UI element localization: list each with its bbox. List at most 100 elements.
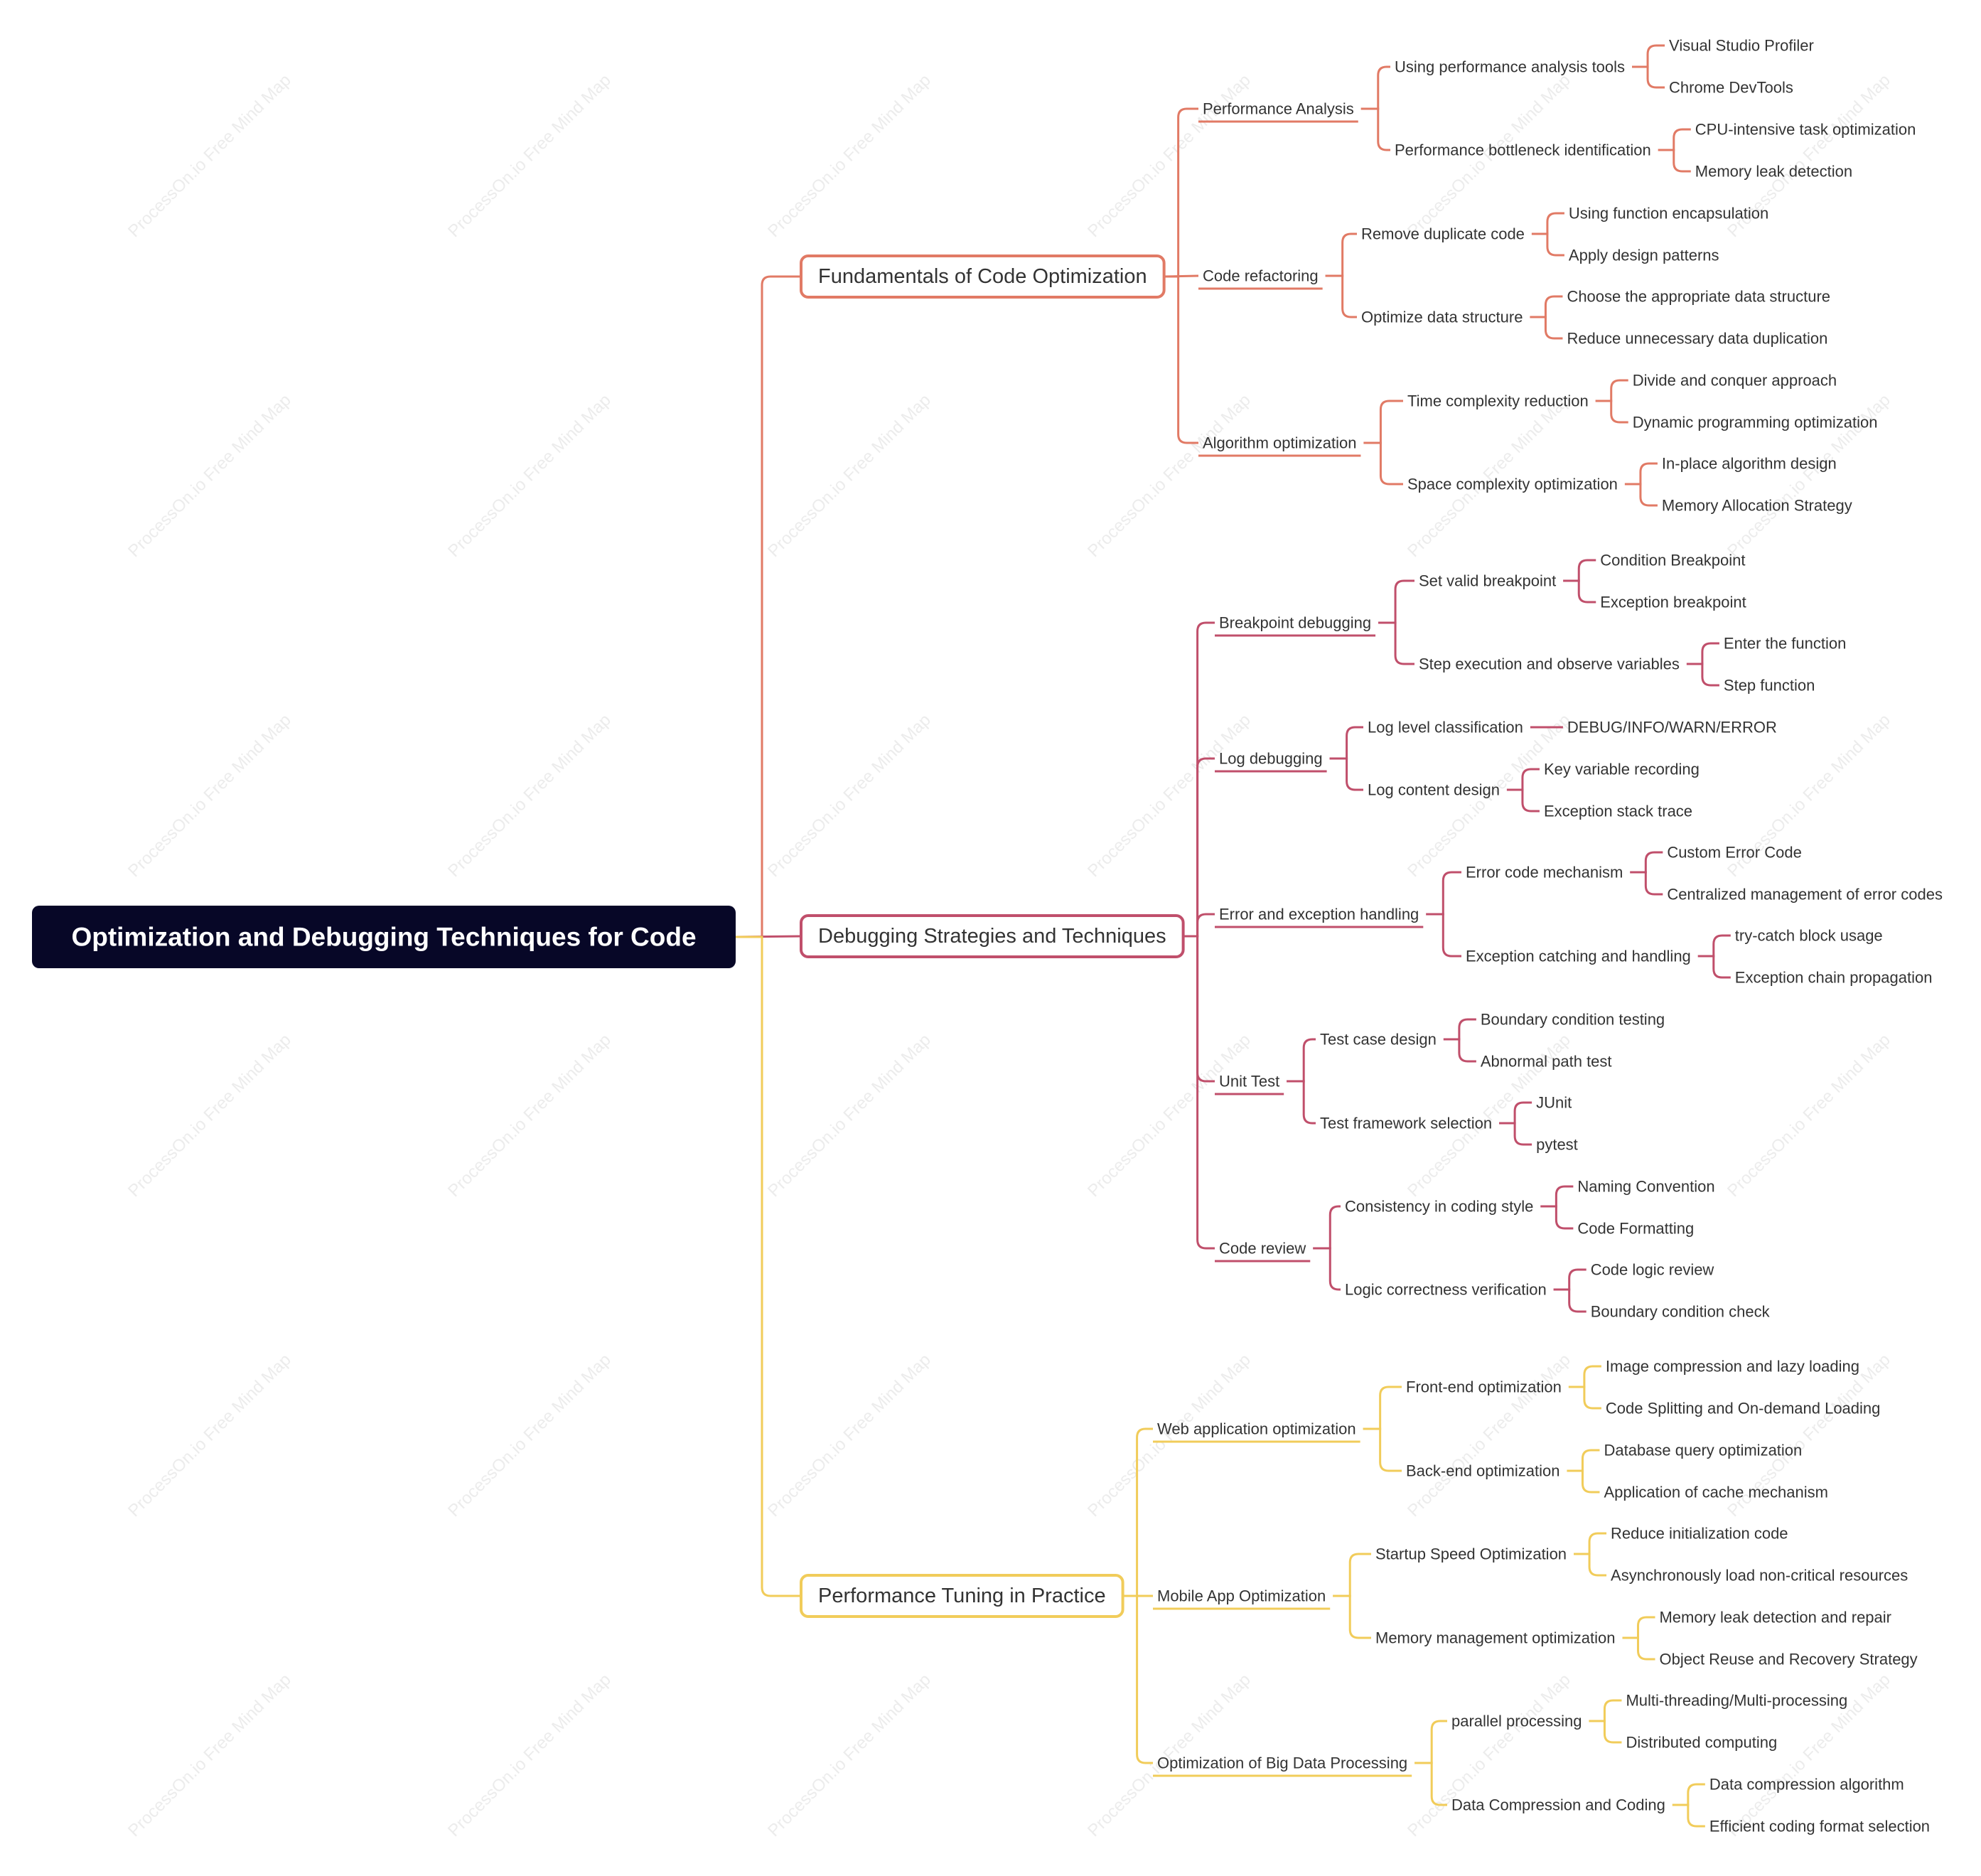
subtopic-error-and-exception-handling: Error and exception handling xyxy=(1219,906,1419,923)
subtopic-optimization-of-big-data-processing: Optimization of Big Data Processing xyxy=(1157,1754,1407,1772)
connector-to-condition-breakpoint xyxy=(1563,559,1596,582)
root-node[interactable] xyxy=(32,906,736,968)
connector-to-naming-convention xyxy=(1540,1185,1574,1208)
connector-to-data-compression-and-coding xyxy=(1414,1762,1447,1806)
item-set-valid-breakpoint: Set valid breakpoint xyxy=(1419,572,1556,590)
connector-to-log-debugging xyxy=(1183,757,1215,938)
connector-root-to-fundamentals-of-code-optimization xyxy=(736,275,801,938)
leaf-image-compression-and-lazy-loading: Image compression and lazy loading xyxy=(1606,1358,1859,1376)
item-exception-catching-and-handling: Exception catching and handling xyxy=(1466,948,1691,965)
root-node-label: Optimization and Debugging Techniques fo… xyxy=(71,923,696,952)
connector-to-apply-design-patterns xyxy=(1531,232,1564,257)
subtopic-breakpoint-debugging: Breakpoint debugging xyxy=(1219,614,1371,632)
item-test-framework-selection: Test framework selection xyxy=(1320,1115,1492,1132)
topic-debugging-strategies-and-techniques-label: Debugging Strategies and Techniques xyxy=(818,925,1166,948)
subtopic-web-application-optimization: Web application optimization xyxy=(1157,1420,1356,1438)
leaf-dynamic-programming-optimization: Dynamic programming optimization xyxy=(1633,414,1878,432)
connector-to-choose-the-appropriate-data-structure xyxy=(1530,295,1563,318)
subtopic-code-refactoring: Code refactoring xyxy=(1203,267,1319,285)
connector-to-breakpoint-debugging xyxy=(1183,621,1215,938)
leaf-code-splitting-and-on-demand-loading: Code Splitting and On-demand Loading xyxy=(1606,1400,1881,1417)
leaf-in-place-algorithm-design: In-place algorithm design xyxy=(1662,455,1837,473)
leaf-step-function: Step function xyxy=(1724,677,1815,695)
item-space-complexity-optimization: Space complexity optimization xyxy=(1407,476,1618,493)
connector-to-asynchronously-load-non-critical-resources xyxy=(1574,1553,1607,1577)
leaf-divide-and-conquer-approach: Divide and conquer approach xyxy=(1633,372,1837,390)
leaf-centralized-management-of-error-codes: Centralized management of error codes xyxy=(1667,886,1943,904)
connector-to-code-splitting-and-on-demand-loading xyxy=(1568,1385,1601,1410)
connector-to-back-end-optimization xyxy=(1363,1427,1402,1472)
connector-to-web-application-optimization xyxy=(1122,1427,1153,1597)
connector-to-remove-duplicate-code xyxy=(1325,232,1357,277)
connector-to-memory-leak-detection-and-repair xyxy=(1622,1616,1655,1639)
connector-to-exception-chain-propagation xyxy=(1697,955,1731,979)
connector-to-error-code-mechanism xyxy=(1426,871,1461,916)
topic-fundamentals-of-code-optimization-label: Fundamentals of Code Optimization xyxy=(818,265,1147,288)
connector-to-in-place-algorithm-design xyxy=(1624,462,1658,486)
connector-to-test-case-design xyxy=(1287,1038,1316,1083)
connector-to-memory-allocation-strategy xyxy=(1624,483,1658,507)
leaf-distributed-computing: Distributed computing xyxy=(1626,1734,1777,1752)
connector-to-exception-stack-trace xyxy=(1506,788,1540,813)
connector-to-front-end-optimization xyxy=(1363,1385,1402,1430)
item-logic-correctness-verification: Logic correctness verification xyxy=(1345,1281,1547,1299)
item-memory-management-optimization: Memory management optimization xyxy=(1375,1629,1615,1647)
leaf-code-formatting: Code Formatting xyxy=(1577,1220,1694,1238)
item-step-execution-and-observe-variables: Step execution and observe variables xyxy=(1419,655,1680,673)
connector-to-space-complexity-optimization xyxy=(1363,441,1403,486)
leaf-reduce-unnecessary-data-duplication: Reduce unnecessary data duplication xyxy=(1567,330,1827,348)
connector-to-step-execution-and-observe-variables xyxy=(1378,621,1414,665)
leaf-pytest: pytest xyxy=(1536,1136,1578,1154)
connector-to-code-formatting xyxy=(1540,1205,1574,1230)
leaf-enter-the-function: Enter the function xyxy=(1724,635,1846,653)
connector-to-using-performance-analysis-tools xyxy=(1360,65,1390,110)
connector-to-enter-the-function xyxy=(1686,642,1719,665)
connector-to-optimization-of-big-data-processing xyxy=(1122,1594,1153,1764)
item-front-end-optimization: Front-end optimization xyxy=(1406,1378,1562,1396)
connector-to-centralized-management-of-error-codes xyxy=(1630,871,1663,896)
item-log-content-design: Log content design xyxy=(1368,781,1500,799)
connector-to-time-complexity-reduction xyxy=(1363,400,1403,444)
leaf-memory-leak-detection: Memory leak detection xyxy=(1695,163,1852,181)
connector-to-image-compression-and-lazy-loading xyxy=(1568,1365,1601,1388)
connector-root-to-performance-tuning-in-practice xyxy=(736,936,801,1597)
connector-to-parallel-processing xyxy=(1414,1720,1447,1764)
connector-to-performance-bottleneck-identification xyxy=(1360,107,1390,151)
item-log-level-classification: Log level classification xyxy=(1368,719,1523,736)
leaf-multi-threading-multi-processing: Multi-threading/Multi-processing xyxy=(1626,1692,1847,1710)
item-remove-duplicate-code: Remove duplicate code xyxy=(1361,225,1525,243)
leaf-key-variable-recording: Key variable recording xyxy=(1544,761,1700,778)
connector-to-performance-analysis xyxy=(1164,107,1198,278)
connector-to-log-content-design xyxy=(1329,757,1363,791)
topic-performance-tuning-in-practice-label: Performance Tuning in Practice xyxy=(818,1585,1106,1607)
item-time-complexity-reduction: Time complexity reduction xyxy=(1407,392,1589,410)
connector-to-dynamic-programming-optimization xyxy=(1595,400,1628,424)
connector-to-logic-correctness-verification xyxy=(1313,1247,1341,1291)
item-startup-speed-optimization: Startup Speed Optimization xyxy=(1375,1545,1567,1563)
connector-to-multi-threading-multi-processing xyxy=(1589,1699,1622,1722)
leaf-choose-the-appropriate-data-structure: Choose the appropriate data structure xyxy=(1567,288,1830,306)
connector-to-abnormal-path-test xyxy=(1443,1038,1476,1063)
leaf-efficient-coding-format-selection: Efficient coding format selection xyxy=(1709,1818,1930,1835)
subtopic-log-debugging: Log debugging xyxy=(1219,750,1323,768)
item-consistency-in-coding-style: Consistency in coding style xyxy=(1345,1198,1533,1216)
connector-to-efficient-coding-format-selection xyxy=(1672,1803,1705,1828)
leaf-data-compression-algorithm: Data compression algorithm xyxy=(1709,1776,1904,1794)
connector-to-code-logic-review xyxy=(1553,1268,1587,1291)
item-using-performance-analysis-tools: Using performance analysis tools xyxy=(1395,58,1625,76)
item-error-code-mechanism: Error code mechanism xyxy=(1466,864,1623,881)
leaf-reduce-initialization-code: Reduce initialization code xyxy=(1611,1525,1788,1543)
item-optimize-data-structure: Optimize data structure xyxy=(1361,309,1523,326)
leaf-exception-chain-propagation: Exception chain propagation xyxy=(1735,969,1933,987)
leaf-database-query-optimization: Database query optimization xyxy=(1604,1442,1802,1459)
connector-to-exception-breakpoint xyxy=(1563,579,1596,604)
connector-to-distributed-computing xyxy=(1589,1720,1622,1744)
connector-to-step-function xyxy=(1686,663,1719,687)
connector-to-test-framework-selection xyxy=(1287,1080,1316,1125)
connector-to-pytest xyxy=(1499,1122,1532,1146)
leaf-cpu-intensive-task-optimization: CPU-intensive task optimization xyxy=(1695,121,1916,139)
connector-to-custom-error-code xyxy=(1630,851,1663,874)
leaf-visual-studio-profiler: Visual Studio Profiler xyxy=(1669,37,1814,55)
subtopic-code-review: Code review xyxy=(1219,1240,1306,1258)
